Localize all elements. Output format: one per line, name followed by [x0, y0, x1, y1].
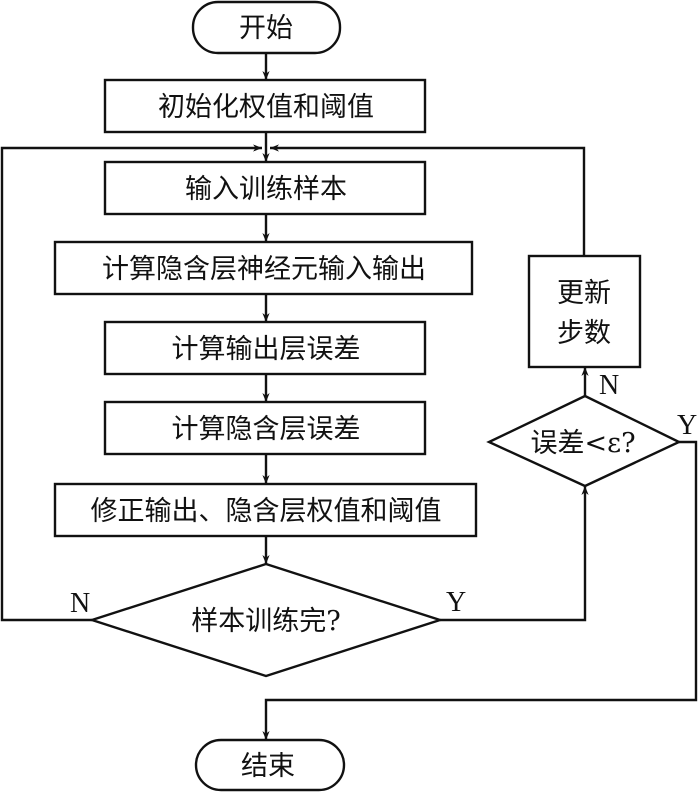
start-node: 开始 — [191, 0, 342, 55]
init-node: 初始化权值和阈值 — [103, 78, 427, 134]
init-label: 初始化权值和阈值 — [158, 92, 374, 123]
output-error-node: 计算输出层误差 — [103, 320, 427, 376]
hidden-error-node: 计算隐含层误差 — [103, 400, 427, 456]
hidden-io-node: 计算隐含层神经元输入输出 — [53, 240, 474, 296]
edge-sample-no-loop — [0, 144, 262, 622]
update-steps-node: 更新 步数 — [527, 254, 642, 369]
update-steps-label-2: 步数 — [557, 318, 611, 349]
edge-steps-loop — [270, 144, 586, 256]
output-error-label: 计算输出层误差 — [172, 334, 361, 365]
sample-done-decision: 样本训练完? — [88, 562, 444, 678]
error-no-label: N — [599, 370, 619, 401]
hidden-error-label: 计算隐含层误差 — [172, 414, 361, 445]
update-weights-node: 修正输出、隐含层权值和阈值 — [53, 482, 478, 538]
sample-done-label: 样本训练完? — [191, 606, 340, 637]
edge-error-yes — [262, 440, 698, 740]
edge-sample-yes — [440, 486, 589, 622]
sample-no-label: N — [70, 588, 90, 619]
error-yes-label: Y — [677, 410, 697, 441]
input-node: 输入训练样本 — [103, 160, 427, 216]
error-check-decision: 误差<ε? — [486, 394, 682, 488]
update-steps-label-1: 更新 — [557, 278, 611, 309]
end-node: 结束 — [194, 738, 346, 792]
end-label: 结束 — [241, 751, 295, 782]
hidden-io-label: 计算隐含层神经元输入输出 — [102, 254, 426, 285]
update-weights-label: 修正输出、隐含层权值和阈值 — [91, 496, 442, 527]
start-label: 开始 — [239, 13, 293, 44]
input-label: 输入训练样本 — [185, 174, 347, 205]
error-check-label: 误差<ε? — [530, 428, 635, 459]
sample-yes-label: Y — [446, 587, 466, 618]
